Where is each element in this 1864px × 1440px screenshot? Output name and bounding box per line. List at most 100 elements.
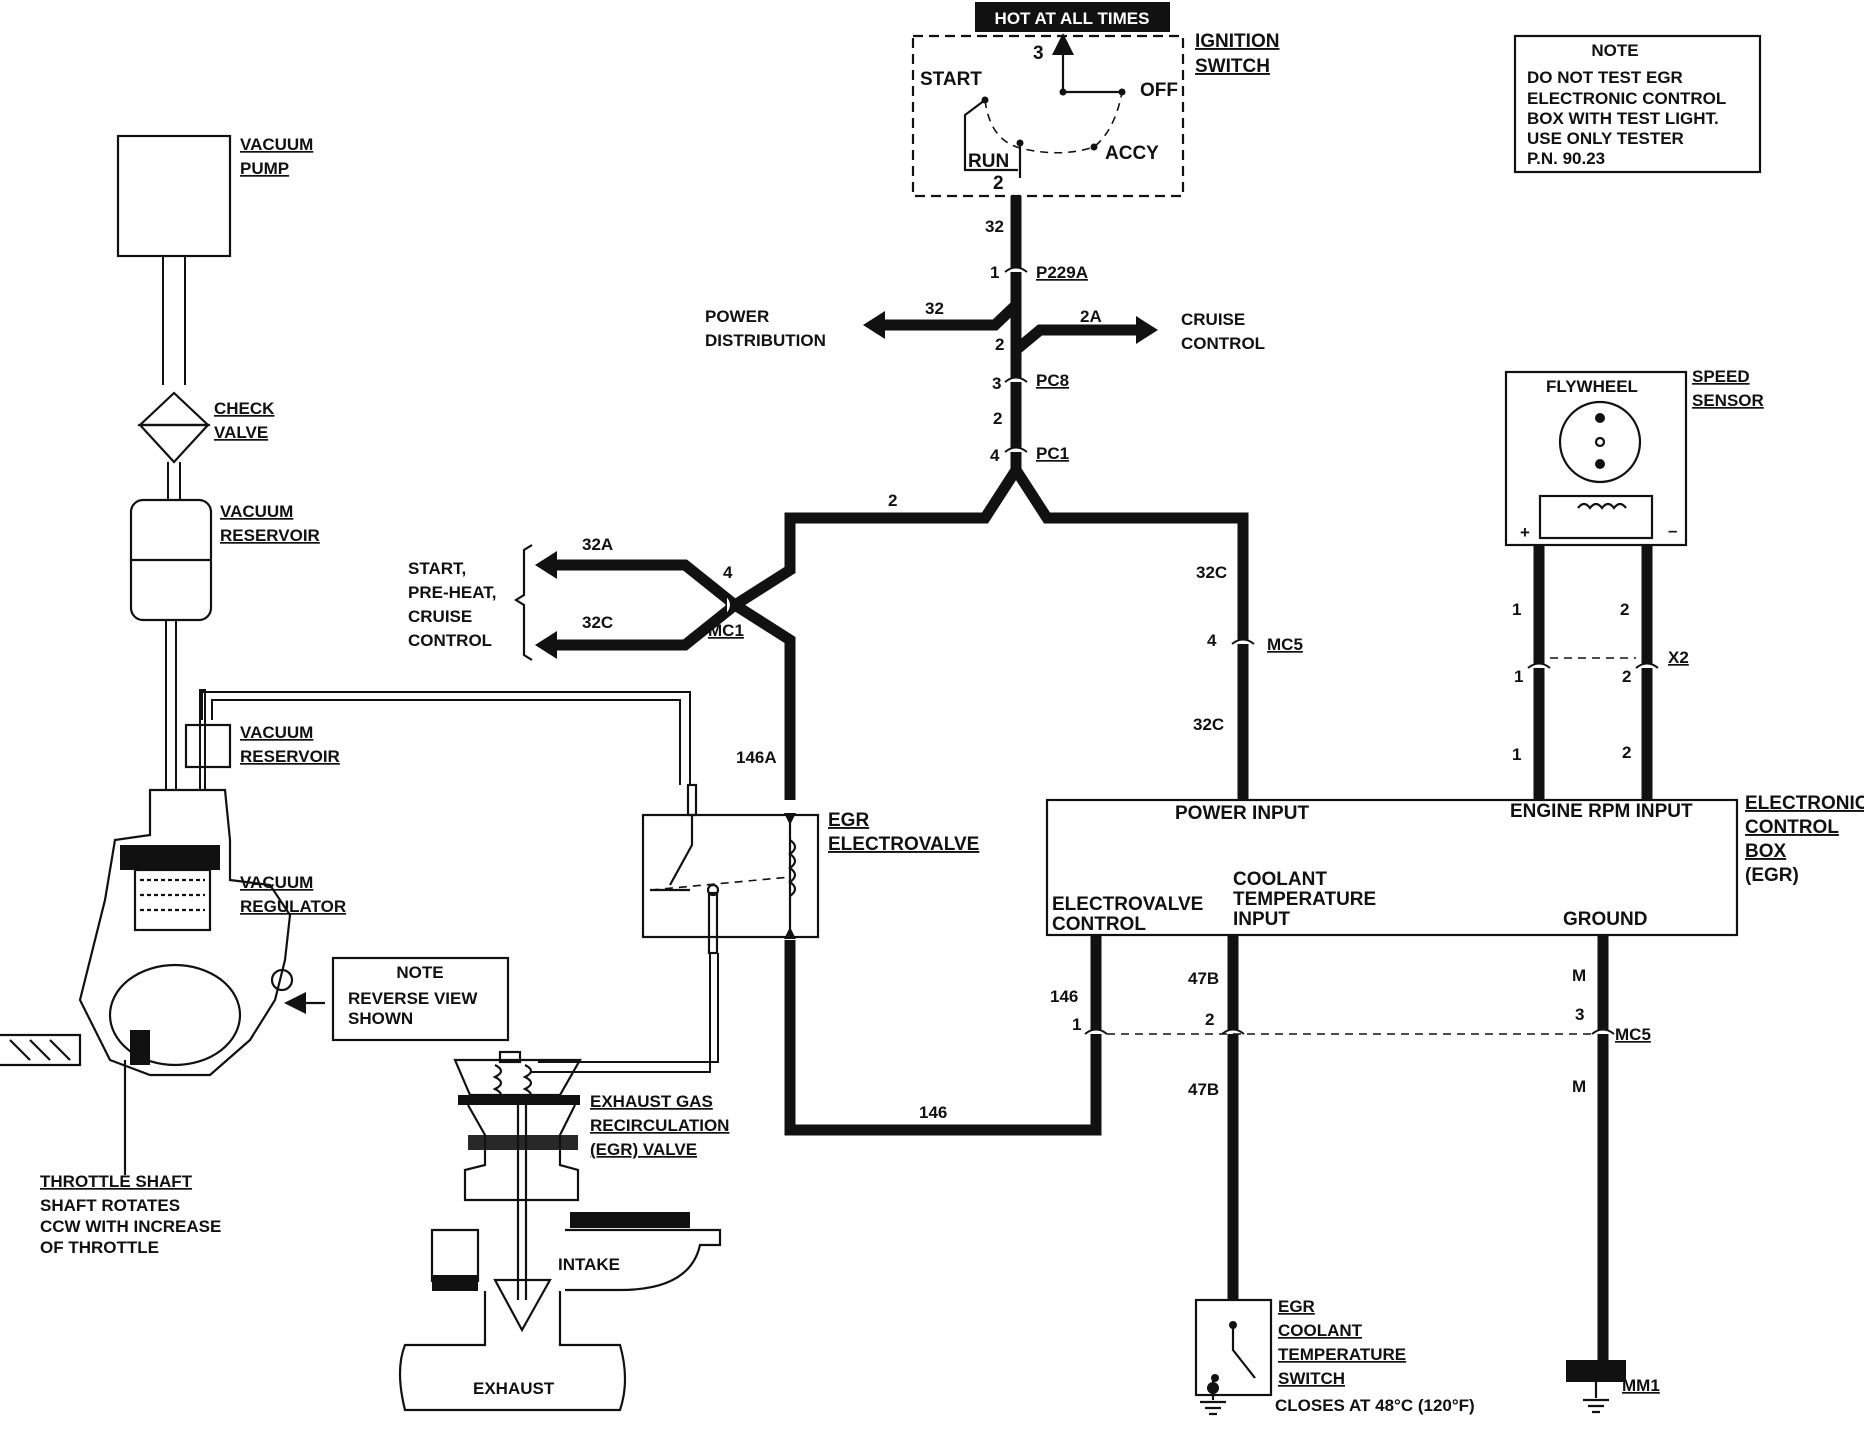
vacuum-system: VACUUM PUMP CHECK VALVE VACUUM RESERVOIR…: [0, 134, 691, 1175]
wire-label-47b-2: 47B: [1188, 1080, 1219, 1099]
connector-label-p229a: P229A: [1036, 263, 1088, 282]
vacuum-reservoir-2: [184, 723, 232, 769]
power-distribution-2: DISTRIBUTION: [705, 331, 826, 350]
ignition-switch: HOT AT ALL TIMES IGNITION SWITCH START O…: [911, 2, 1279, 198]
wire-32a-left: [548, 559, 739, 610]
wire-32-power-distribution: [875, 301, 1020, 331]
wire-label-146-bottom: 146: [919, 1103, 947, 1122]
flywheel: [1558, 400, 1642, 484]
throttle-line-1: SHAFT ROTATES: [40, 1196, 180, 1215]
flywheel-label: FLYWHEEL: [1546, 377, 1638, 396]
ecu-coolant-3: INPUT: [1233, 909, 1290, 930]
pin-p229a: 1: [990, 263, 999, 282]
speed-sensor: FLYWHEEL SPEED SENSOR + –: [1504, 367, 1764, 547]
note-line-4: USE ONLY TESTER: [1527, 129, 1684, 148]
wire-label-sp-2b: 2: [1622, 667, 1631, 686]
start-preheat-4: CONTROL: [408, 631, 492, 650]
cruise-control-2: CONTROL: [1181, 334, 1265, 353]
terminal-2-label: 2: [993, 173, 1004, 194]
electrovalve-label-1: EGR: [828, 810, 869, 831]
ecu-box: [1045, 798, 1739, 937]
ignition-switch-title-2: SWITCH: [1195, 56, 1270, 77]
vacuum-pump: [116, 134, 232, 258]
wire-labels: 32 32 2A 2 2 2 32A 32C 146A 146 32C 32C …: [582, 217, 1631, 1122]
connector-label-pc1: PC1: [1036, 444, 1069, 463]
egr-valve: EXHAUST GAS RECIRCULATION (EGR) VALVE IN…: [398, 953, 729, 1412]
wire-label-47b-1: 47B: [1188, 969, 1219, 988]
ecu-title-4: (EGR): [1745, 865, 1799, 886]
egr-valve-label-3: (EGR) VALVE: [590, 1140, 697, 1159]
pin-mc1: 4: [723, 563, 733, 582]
pin-gnd: 3: [1575, 1005, 1584, 1024]
egr-valve-label-1: EXHAUST GAS: [590, 1092, 713, 1111]
connector-markers: [726, 266, 1659, 1035]
pc1-connector: [1004, 446, 1028, 453]
connector-labels: P229A PC8 PC1 MC1 MC5 MC5 X2 MM1 1 3 4 4…: [708, 263, 1689, 1395]
wire-label-sp-1a: 1: [1512, 600, 1521, 619]
throttle-line-2: CCW WITH INCREASE: [40, 1217, 221, 1236]
vacuum-reservoir-2-label-2: RESERVOIR: [240, 747, 340, 766]
egr-coolant-switch: EGR COOLANT TEMPERATURE SWITCH CLOSES AT…: [1194, 1297, 1475, 1416]
coolant-switch-2: COOLANT: [1278, 1321, 1363, 1340]
ecu-ev-control-1: ELECTROVALVE: [1052, 894, 1203, 915]
coolant-switch-4: SWITCH: [1278, 1369, 1345, 1388]
egr-electrovalve: EGR ELECTROVALVE: [641, 783, 979, 955]
egr-valve-label-2: RECIRCULATION: [590, 1116, 729, 1135]
connector-label-mc1: MC1: [708, 621, 744, 640]
wire-label-2a: 2A: [1080, 307, 1102, 326]
exhaust-label: EXHAUST: [473, 1379, 555, 1398]
pin-ev: 1: [1072, 1015, 1081, 1034]
wire-label-32a: 32A: [582, 535, 613, 554]
pc8-connector: [1004, 376, 1028, 383]
start-preheat-1: START,: [408, 559, 466, 578]
wire-label-32c-r1: 32C: [1196, 563, 1227, 582]
ecu-coolant-2: TEMPERATURE: [1233, 889, 1376, 910]
wire-label-32c-left: 32C: [582, 613, 613, 632]
wire-label-2-horiz: 2: [888, 491, 897, 510]
vacuum-regulator-body: [78, 788, 292, 1077]
ecu-ev-control-2: CONTROL: [1052, 914, 1146, 935]
x2-connector-1: [1527, 662, 1551, 669]
pin-pc1: 4: [990, 446, 1000, 465]
start-contact-wire: [963, 99, 1018, 172]
note-line-2: ELECTRONIC CONTROL: [1527, 89, 1726, 108]
p229a-connector: [1004, 266, 1028, 273]
electronic-control-box: POWER INPUT ENGINE RPM INPUT ELECTROVALV…: [1045, 793, 1864, 937]
power-distribution-1: POWER: [705, 307, 769, 326]
vacuum-reservoir-1-label-2: RESERVOIR: [220, 526, 320, 545]
cruise-control-1: CRUISE: [1181, 310, 1245, 329]
note-do-not-test: NOTE DO NOT TEST EGR ELECTRONIC CONTROL …: [1513, 34, 1762, 174]
vacuum-pump-label-2: PUMP: [240, 159, 289, 178]
run-position-label: RUN: [968, 151, 1009, 172]
start-preheat-3: CRUISE: [408, 607, 472, 626]
ignition-switch-box: [911, 34, 1185, 198]
coolant-switch-3: TEMPERATURE: [1278, 1345, 1406, 1364]
wire-label-sp-2c: 2: [1622, 743, 1631, 762]
note-mid-line-2: SHOWN: [348, 1009, 413, 1028]
coolant-switch-closes: CLOSES AT 48°C (120°F): [1275, 1396, 1475, 1415]
wire-label-32-left: 32: [925, 299, 944, 318]
ecu-power-input: POWER INPUT: [1175, 803, 1309, 824]
wire-label-32c-r2: 32C: [1193, 715, 1224, 734]
throttle-title: THROTTLE SHAFT: [40, 1172, 193, 1191]
intake-label: INTAKE: [558, 1255, 620, 1274]
terminal-3-label: 3: [1033, 43, 1044, 64]
destination-bracket: [513, 544, 533, 661]
x2-connector-2: [1635, 662, 1659, 669]
wire-label-2a-seg: 2: [995, 335, 1004, 354]
connector-label-mc5-top: MC5: [1267, 635, 1303, 654]
switch-rotation-arc: [984, 91, 1123, 154]
off-position-label: OFF: [1140, 80, 1178, 101]
note-line-1: DO NOT TEST EGR: [1527, 68, 1683, 87]
mc5-ev-connector: [1084, 1028, 1108, 1035]
wire-146: [784, 935, 1102, 1136]
throttle-shaft-text: THROTTLE SHAFT SHAFT ROTATES CCW WITH IN…: [40, 1172, 221, 1257]
power-wiring: [535, 196, 1653, 1365]
ecu-coolant-1: COOLANT: [1233, 869, 1327, 890]
throttle-line-3: OF THROTTLE: [40, 1238, 159, 1257]
pin-ct: 2: [1205, 1010, 1214, 1029]
wire-label-146a: 146A: [736, 748, 777, 767]
pin-mc5: 4: [1207, 631, 1217, 650]
vacuum-regulator-label-1: VACUUM: [240, 873, 313, 892]
